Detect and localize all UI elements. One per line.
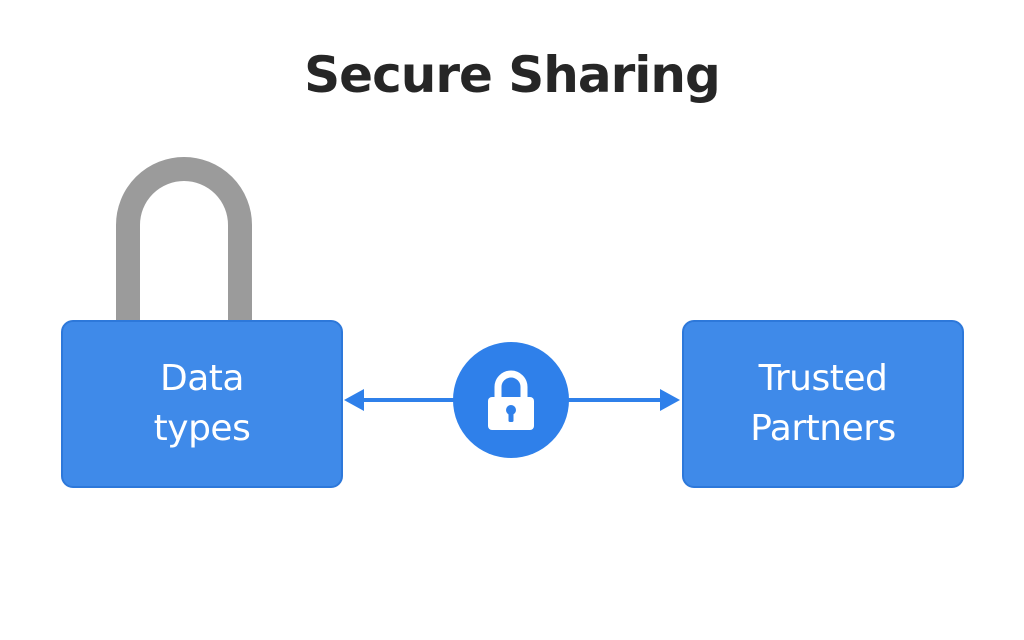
trusted-partners-box: Trusted Partners: [682, 320, 964, 488]
diagram-title: Secure Sharing: [304, 46, 721, 104]
lock-icon: [488, 370, 534, 430]
data-types-box: Data types: [61, 320, 343, 488]
arrowhead-left-icon: [344, 389, 364, 411]
arrowhead-right-icon: [660, 389, 680, 411]
data-types-label: Data types: [153, 358, 251, 449]
trusted-partners-label: Trusted Partners: [750, 358, 896, 449]
lock-icon-circle: [453, 342, 569, 458]
